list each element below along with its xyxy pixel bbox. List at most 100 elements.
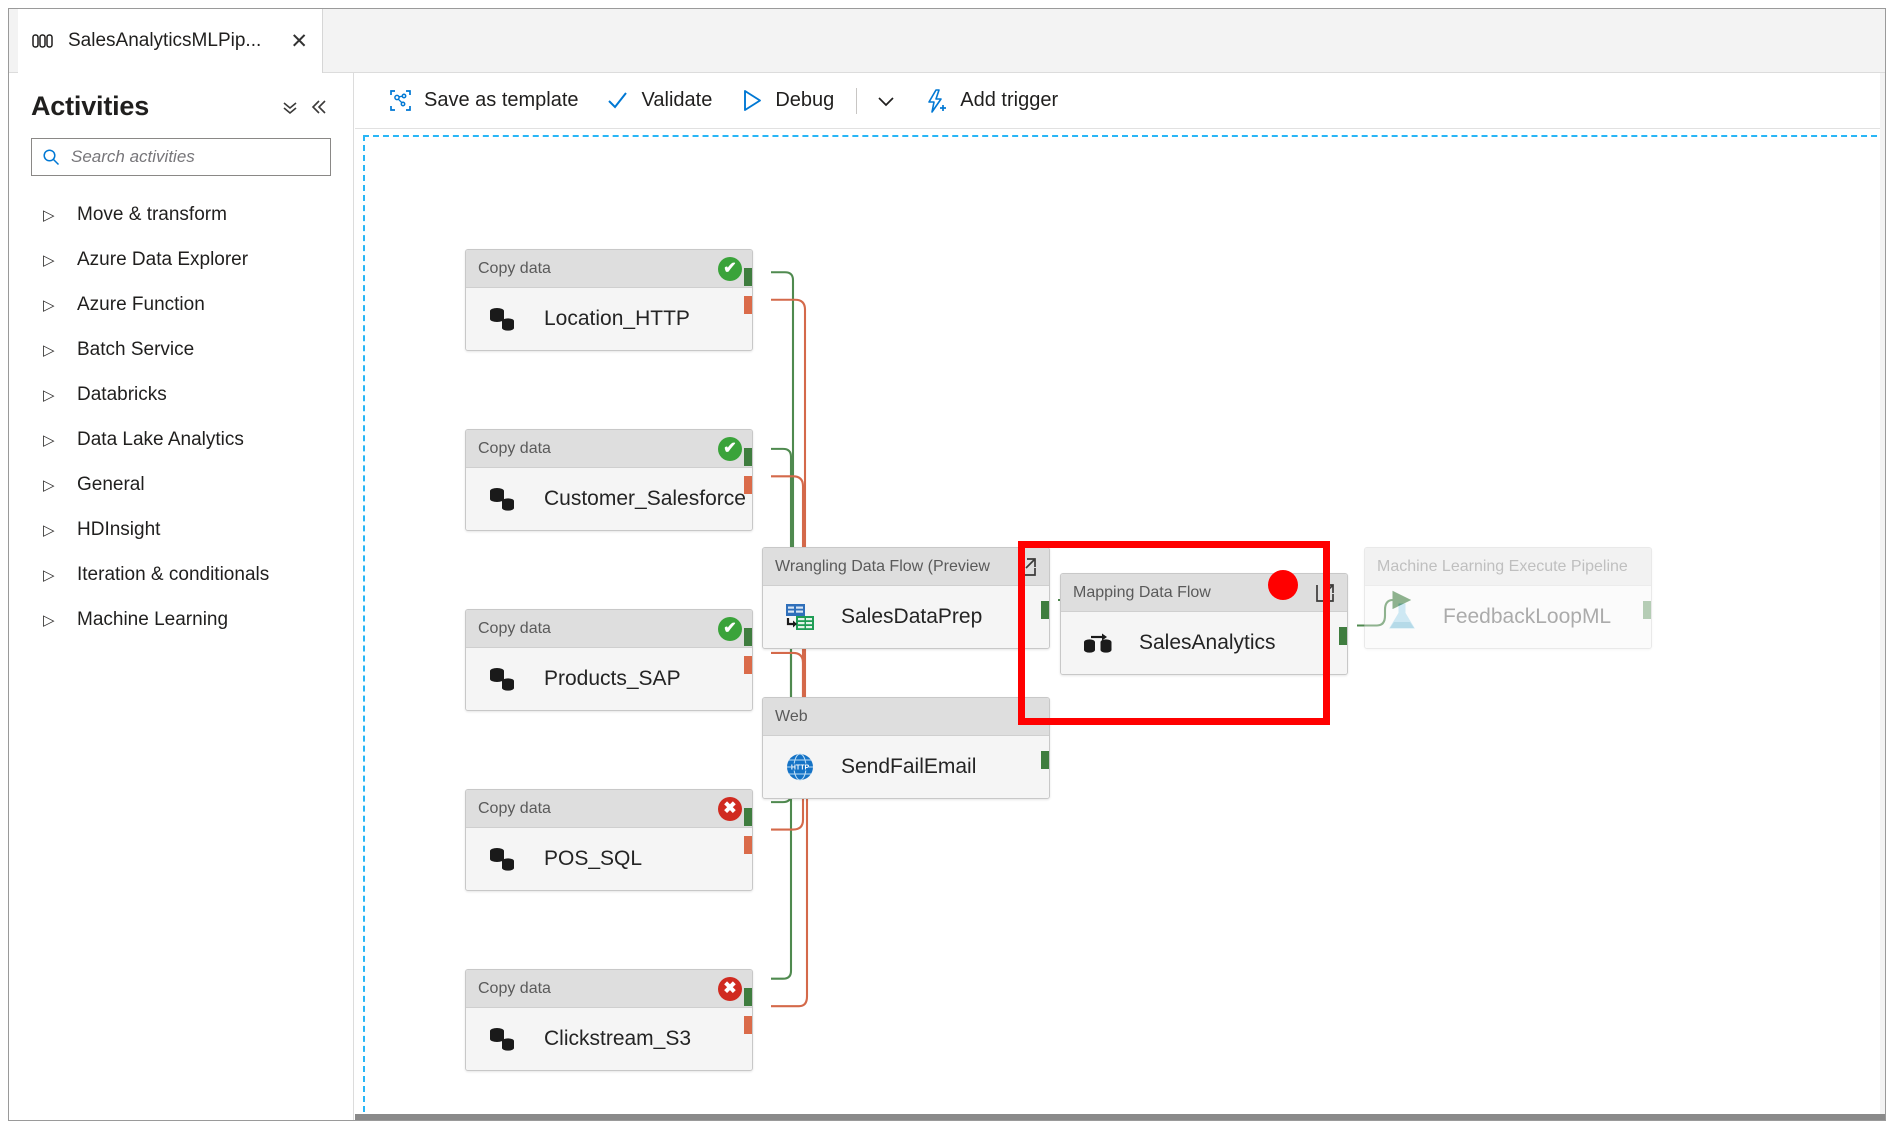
sidebar-item-azure-function[interactable]: ▷ Azure Function <box>9 282 353 327</box>
output-port-failure[interactable] <box>744 836 752 854</box>
collapse-pane-icon[interactable] <box>305 94 331 120</box>
tab-title: SalesAnalyticsMLPip... <box>68 30 262 51</box>
activities-header: Activities <box>9 73 353 126</box>
sidebar-item-data-lake-analytics[interactable]: ▷ Data Lake Analytics <box>9 417 353 462</box>
node-body: Customer_Salesforce <box>466 468 752 530</box>
sidebar-item-label: Machine Learning <box>77 608 229 630</box>
search-activities-box[interactable] <box>31 138 331 176</box>
search-input[interactable] <box>69 146 321 168</box>
node-name-label: Products_SAP <box>544 667 681 690</box>
chevron-double-down-icon[interactable] <box>277 94 303 120</box>
sidebar-item-hdinsight[interactable]: ▷ HDInsight <box>9 507 353 552</box>
add-trigger-button[interactable]: Add trigger <box>913 81 1068 121</box>
node-name-label: SalesAnalytics <box>1139 631 1276 654</box>
vertical-scrollbar[interactable] <box>1880 73 1885 1120</box>
activity-node-salesdataprep[interactable]: Wrangling Data Flow (Preview <box>762 547 1050 649</box>
error-x-icon: ✖ <box>718 976 742 1001</box>
sidebar-item-batch-service[interactable]: ▷ Batch Service <box>9 327 353 372</box>
pipeline-canvas[interactable]: Copy data ✔ Location_HTTP <box>355 129 1885 1120</box>
output-port-success[interactable] <box>1339 627 1347 645</box>
chevron-right-icon: ▷ <box>43 206 55 224</box>
open-in-new-icon[interactable] <box>1313 581 1337 605</box>
node-type-label: Copy data <box>478 619 551 637</box>
page-title: Activities <box>31 91 150 121</box>
activity-node-clickstream-s3[interactable]: Copy data ✖ Clickstream_S3 <box>465 969 753 1071</box>
close-icon[interactable]: ✕ <box>290 29 308 53</box>
output-port-success[interactable] <box>744 988 752 1006</box>
sidebar-item-move-transform[interactable]: ▷ Move & transform <box>9 192 353 237</box>
activity-node-sendfailemail[interactable]: Web HTTP SendFailEmail <box>762 697 1050 799</box>
sidebar-item-azure-data-explorer[interactable]: ▷ Azure Data Explorer <box>9 237 353 282</box>
copy-data-icon <box>486 662 520 696</box>
tab-salesanalyticsmlpipeline[interactable]: SalesAnalyticsMLPip... ✕ <box>18 9 323 73</box>
success-check-icon: ✔ <box>718 436 742 461</box>
save-as-template-button[interactable]: Save as template <box>377 81 589 121</box>
http-globe-icon: HTTP <box>783 750 817 784</box>
output-port-success[interactable] <box>744 448 752 466</box>
horizontal-scrollbar[interactable] <box>355 1114 1885 1120</box>
node-header: Copy data ✔ <box>466 610 752 648</box>
node-header: Copy data ✔ <box>466 430 752 468</box>
node-name-label: Customer_Salesforce <box>544 487 746 510</box>
node-body: HTTP SendFailEmail <box>763 736 1049 798</box>
checkmark-icon <box>605 88 631 114</box>
sidebar-item-label: Azure Function <box>77 293 205 315</box>
output-port-failure[interactable] <box>744 476 752 494</box>
output-port-success[interactable] <box>744 628 752 646</box>
copy-data-icon <box>486 842 520 876</box>
node-header: Copy data ✖ <box>466 970 752 1008</box>
node-body: POS_SQL <box>466 828 752 890</box>
node-type-label: Mapping Data Flow <box>1073 583 1211 601</box>
sidebar-item-label: HDInsight <box>77 518 161 540</box>
node-name-label: SendFailEmail <box>841 755 977 778</box>
copy-data-icon <box>486 302 520 336</box>
node-type-label: Copy data <box>478 259 551 277</box>
error-x-icon: ✖ <box>718 796 742 821</box>
sidebar-item-machine-learning[interactable]: ▷ Machine Learning <box>9 597 353 642</box>
node-type-label: Copy data <box>478 799 551 817</box>
lightning-bolt-plus-icon <box>923 88 949 114</box>
sidebar-item-label: General <box>77 473 145 495</box>
debug-label: Debug <box>775 89 835 111</box>
activity-node-products-sap[interactable]: Copy data ✔ Products_SAP <box>465 609 753 711</box>
activity-node-customer-salesforce[interactable]: Copy data ✔ Customer_Salesforce <box>465 429 753 531</box>
sidebar-item-label: Azure Data Explorer <box>77 248 249 270</box>
open-in-new-icon[interactable] <box>1015 555 1039 579</box>
output-port-failure[interactable] <box>744 296 752 314</box>
node-name-label: SalesDataPrep <box>841 605 983 628</box>
output-port-failure[interactable] <box>744 656 752 674</box>
output-port-failure[interactable] <box>744 1016 752 1034</box>
debug-button[interactable]: Debug <box>728 81 844 121</box>
sidebar-item-general[interactable]: ▷ General <box>9 462 353 507</box>
pipeline-editor-window: SalesAnalyticsMLPip... ✕ Activities <box>8 8 1886 1121</box>
node-body: Clickstream_S3 <box>466 1008 752 1070</box>
node-header: Wrangling Data Flow (Preview <box>763 548 1049 586</box>
activity-node-feedbackloopml[interactable]: Machine Learning Execute Pipeline Feedba… <box>1364 547 1652 649</box>
output-port-success[interactable] <box>1041 751 1049 769</box>
activity-node-salesanalytics[interactable]: Mapping Data Flow <box>1060 573 1348 675</box>
chevron-right-icon: ▷ <box>43 566 55 584</box>
sidebar-item-iteration-conditionals[interactable]: ▷ Iteration & conditionals <box>9 552 353 597</box>
pipeline-toolbar: Save as template Validate Debug <box>355 73 1885 129</box>
chevron-right-icon: ▷ <box>43 476 55 494</box>
activities-pane: Activities <box>9 73 354 1120</box>
output-port-success[interactable] <box>744 268 752 286</box>
validate-button[interactable]: Validate <box>595 81 723 121</box>
output-port-success[interactable] <box>1643 601 1651 619</box>
mapping-data-flow-icon <box>1081 626 1115 660</box>
activity-node-pos-sql[interactable]: Copy data ✖ POS_SQL <box>465 789 753 891</box>
recording-indicator-dot <box>1268 570 1298 600</box>
node-body: FeedbackLoopML <box>1365 586 1651 648</box>
node-type-label: Wrangling Data Flow (Preview <box>775 557 990 575</box>
chevron-right-icon: ▷ <box>43 521 55 539</box>
activity-node-location-http[interactable]: Copy data ✔ Location_HTTP <box>465 249 753 351</box>
sidebar-item-label: Data Lake Analytics <box>77 428 244 450</box>
output-port-success[interactable] <box>744 808 752 826</box>
node-type-label: Web <box>775 707 808 725</box>
chevron-down-icon[interactable] <box>869 83 903 119</box>
node-header: Copy data ✔ <box>466 250 752 288</box>
output-port-success[interactable] <box>1041 601 1049 619</box>
node-name-label: Clickstream_S3 <box>544 1027 692 1050</box>
sidebar-item-databricks[interactable]: ▷ Databricks <box>9 372 353 417</box>
success-check-icon: ✔ <box>718 256 742 281</box>
